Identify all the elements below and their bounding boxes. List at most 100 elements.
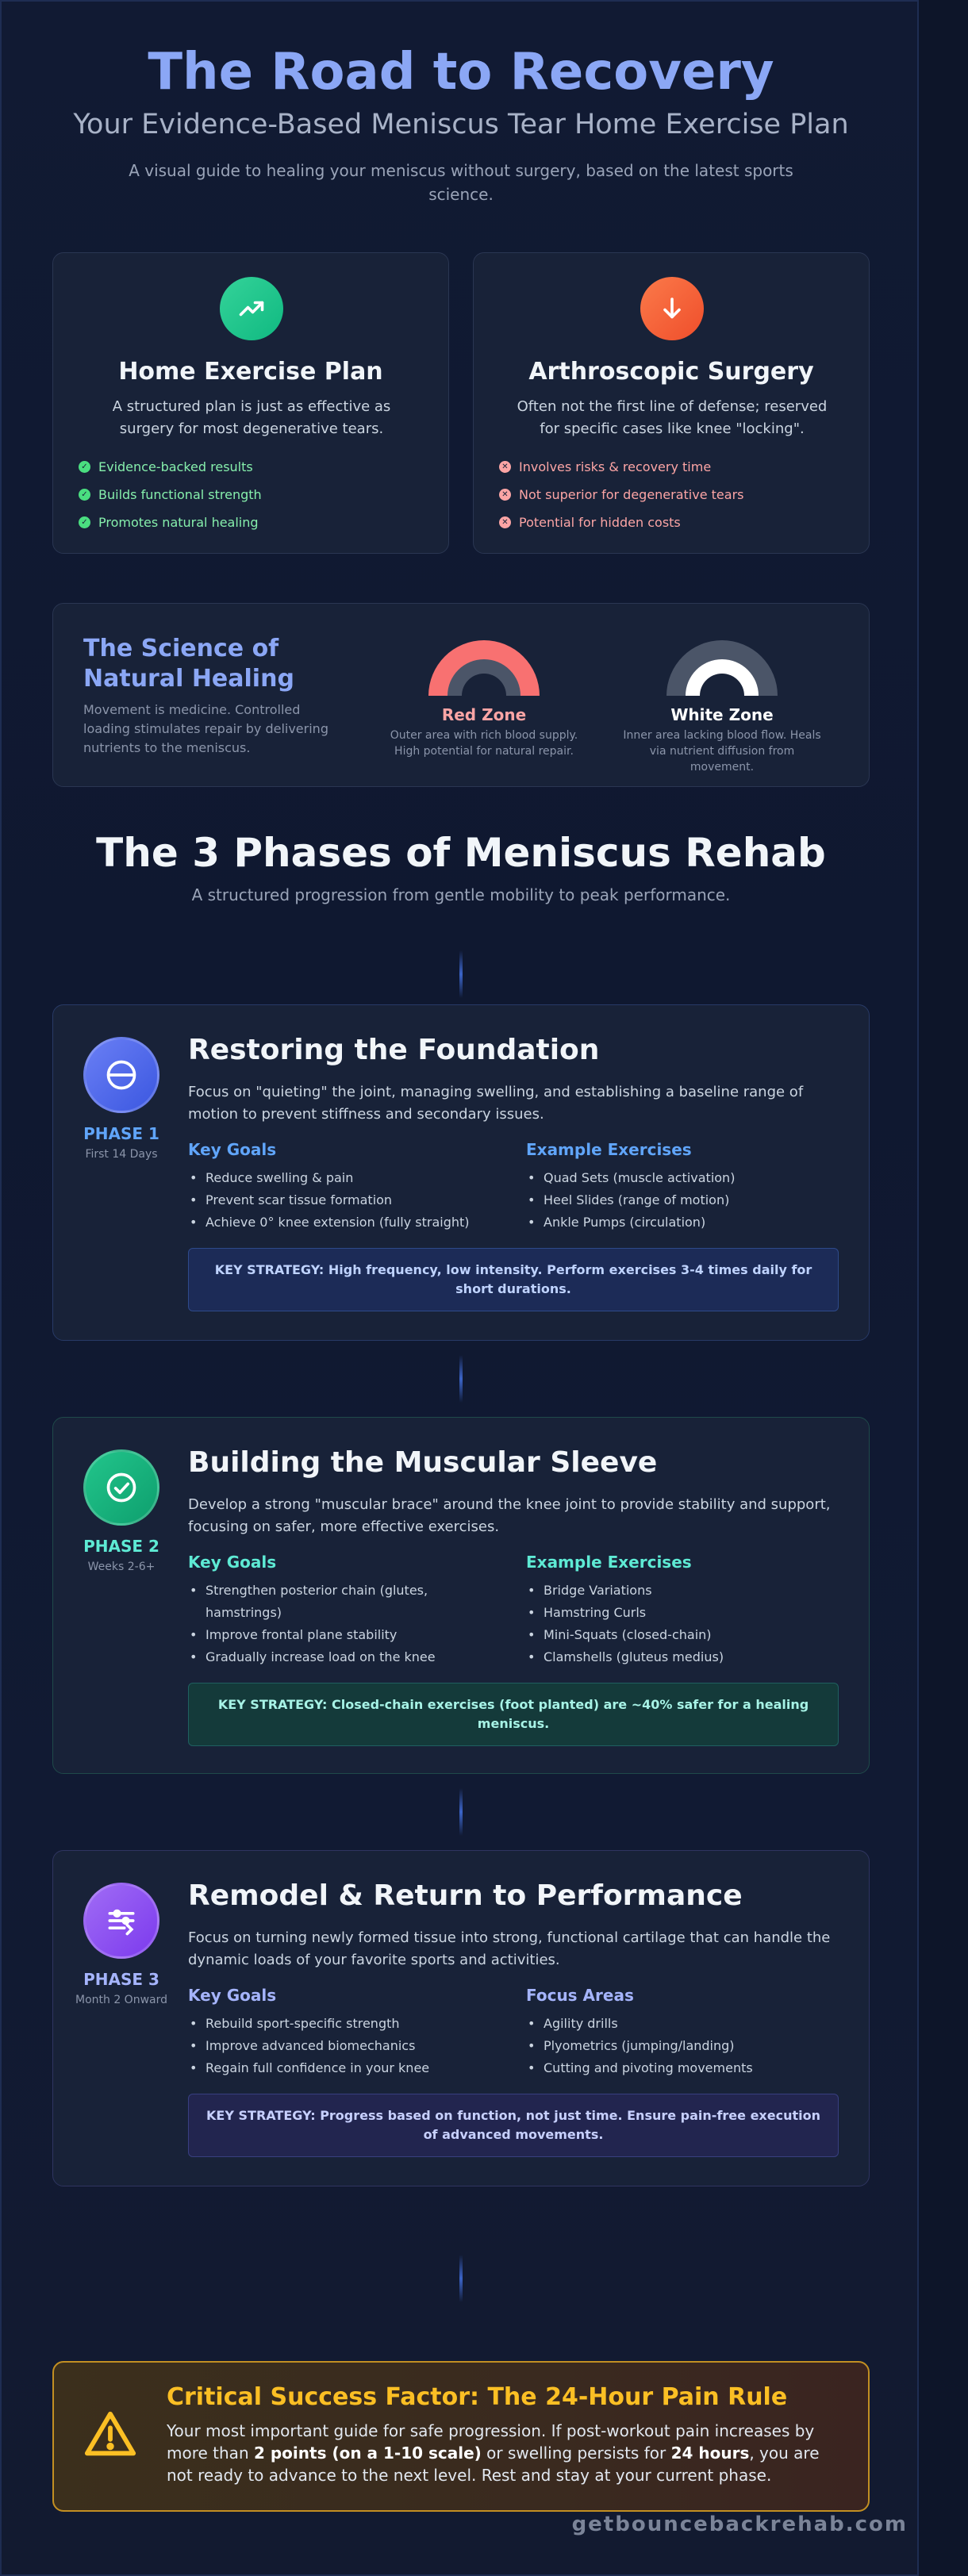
list-item: Cutting and pivoting movements — [526, 2057, 843, 2079]
page-subtitle: Your Evidence-Based Meniscus Tear Home E… — [73, 109, 849, 140]
phase-label: PHASE 2 — [83, 1537, 159, 1556]
phase-description: Focus on "quieting" the joint, managing … — [188, 1084, 804, 1123]
footer-brand: getbouncebackrehab.com — [571, 2513, 908, 2536]
list-item: Prevent scar tissue formation — [188, 1189, 505, 1211]
focus-areas: Focus Areas Agility drills Plyometrics (… — [526, 1986, 843, 2079]
list-item: ✓Builds functional strength — [79, 481, 262, 509]
surgery-drawbacks: ✕Involves risks & recovery time ✕Not sup… — [499, 453, 743, 536]
surgery-card: Arthroscopic Surgery Often not the first… — [473, 252, 870, 554]
key-strategy: KEY STRATEGY: High frequency, low intens… — [188, 1248, 839, 1311]
list-item: ✕Involves risks & recovery time — [499, 453, 743, 481]
check-circle-icon — [83, 1449, 159, 1526]
arrow-down-icon — [640, 277, 704, 340]
phases-title: The 3 Phases of Meniscus Rehab — [96, 830, 826, 876]
list-item: Bridge Variations — [526, 1580, 843, 1602]
check-icon: ✓ — [79, 461, 90, 473]
x-icon: ✕ — [499, 516, 511, 528]
red-zone-arc-icon — [428, 640, 540, 696]
science-card: The Science of Natural Healing Movement … — [52, 603, 870, 787]
phase-duration: Month 2 Onward — [75, 1994, 167, 2006]
white-zone-description: Inner area lacking blood flow. Heals via… — [623, 729, 821, 774]
sliders-icon — [83, 1883, 159, 1959]
timeline-connector — [459, 2255, 463, 2302]
critical-title: Critical Success Factor: The 24-Hour Pai… — [167, 2383, 788, 2411]
phase-3-card: PHASE 3 Month 2 Onward Remodel & Return … — [52, 1850, 870, 2186]
timeline-connector — [459, 1788, 463, 1836]
phase-1-card: PHASE 1 First 14 Days Restoring the Foun… — [52, 1004, 870, 1341]
phase-title: Remodel & Return to Performance — [188, 1879, 743, 1912]
red-zone-description: Outer area with rich blood supply. High … — [390, 729, 578, 758]
phase-duration: First 14 Days — [85, 1148, 158, 1161]
phase-label: PHASE 1 — [83, 1124, 159, 1143]
key-goals-heading: Key Goals — [188, 1986, 277, 2005]
phase-title: Restoring the Foundation — [188, 1034, 600, 1066]
page-intro: A visual guide to healing your meniscus … — [129, 161, 793, 204]
list-item: Improve frontal plane stability — [188, 1624, 505, 1646]
list-item: Clamshells (gluteus medius) — [526, 1646, 843, 1668]
list-item: Hamstring Curls — [526, 1602, 843, 1624]
list-item: Agility drills — [526, 2013, 843, 2035]
list-item: Strengthen posterior chain (glutes, hams… — [188, 1580, 505, 1624]
check-icon: ✓ — [79, 516, 90, 528]
infographic-page: The Road to Recovery Your Evidence-Based… — [0, 0, 919, 2576]
timeline-connector — [459, 950, 463, 998]
key-goals: Key Goals Strengthen posterior chain (gl… — [188, 1553, 505, 1668]
critical-text: Your most important guide for safe progr… — [167, 2421, 820, 2485]
focus-areas-heading: Focus Areas — [526, 1986, 634, 2005]
surgery-title: Arthroscopic Surgery — [528, 358, 814, 386]
list-item: Rebuild sport-specific strength — [188, 2013, 505, 2035]
phase-description: Focus on turning newly formed tissue int… — [188, 1929, 831, 1968]
key-goals-heading: Key Goals — [188, 1140, 277, 1159]
minus-circle-icon — [83, 1037, 159, 1113]
example-exercises: Example Exercises Bridge Variations Hams… — [526, 1553, 843, 1668]
key-strategy: KEY STRATEGY: Closed-chain exercises (fo… — [188, 1683, 839, 1746]
list-item: ✕Not superior for degenerative tears — [499, 481, 743, 509]
surgery-description: Often not the first line of defense; res… — [517, 398, 828, 437]
home-exercise-description: A structured plan is just as effective a… — [112, 398, 391, 437]
home-exercise-card: Home Exercise Plan A structured plan is … — [52, 252, 449, 554]
warning-icon — [84, 2411, 136, 2456]
home-exercise-title: Home Exercise Plan — [118, 358, 383, 386]
white-zone-name: White Zone — [670, 705, 774, 724]
x-icon: ✕ — [499, 461, 511, 473]
phase-2-card: PHASE 2 Weeks 2-6+ Building the Muscular… — [52, 1417, 870, 1774]
phase-description: Develop a strong "muscular brace" around… — [188, 1496, 831, 1535]
exercises-heading: Example Exercises — [526, 1140, 692, 1159]
list-item: Mini-Squats (closed-chain) — [526, 1624, 843, 1646]
check-icon: ✓ — [79, 489, 90, 501]
white-zone: White Zone Inner area lacking blood flow… — [623, 640, 821, 775]
example-exercises: Example Exercises Quad Sets (muscle acti… — [526, 1140, 843, 1234]
trending-up-icon — [220, 277, 283, 340]
science-description: Movement is medicine. Controlled loading… — [83, 702, 328, 755]
list-item: ✓Evidence-backed results — [79, 453, 262, 481]
key-goals-heading: Key Goals — [188, 1553, 277, 1572]
phase-title: Building the Muscular Sleeve — [188, 1446, 658, 1479]
x-icon: ✕ — [499, 489, 511, 501]
key-goals: Key Goals Reduce swelling & pain Prevent… — [188, 1140, 505, 1234]
red-zone-name: Red Zone — [441, 705, 527, 724]
timeline-connector — [459, 1355, 463, 1403]
list-item: Plyometrics (jumping/landing) — [526, 2035, 843, 2057]
phase-duration: Weeks 2-6+ — [87, 1561, 156, 1573]
list-item: Reduce swelling & pain — [188, 1167, 505, 1189]
list-item: Quad Sets (muscle activation) — [526, 1167, 843, 1189]
list-item: Achieve 0° knee extension (fully straigh… — [188, 1211, 505, 1234]
white-zone-arc-icon — [666, 640, 778, 696]
phase-label: PHASE 3 — [83, 1970, 159, 1989]
key-goals: Key Goals Rebuild sport-specific strengt… — [188, 1986, 505, 2079]
page-title: The Road to Recovery — [148, 43, 774, 102]
list-item: ✓Promotes natural healing — [79, 509, 262, 536]
list-item: Improve advanced biomechanics — [188, 2035, 505, 2057]
exercises-heading: Example Exercises — [526, 1553, 692, 1572]
list-item: Ankle Pumps (circulation) — [526, 1211, 843, 1234]
critical-success-card: Critical Success Factor: The 24-Hour Pai… — [52, 2361, 870, 2512]
home-exercise-benefits: ✓Evidence-backed results ✓Builds functio… — [79, 453, 262, 536]
list-item: Heel Slides (range of motion) — [526, 1189, 843, 1211]
science-title: The Science of Natural Healing — [83, 635, 294, 693]
list-item: Gradually increase load on the knee — [188, 1646, 505, 1668]
key-strategy: KEY STRATEGY: Progress based on function… — [188, 2094, 839, 2157]
list-item: Regain full confidence in your knee — [188, 2057, 505, 2079]
phases-subtitle: A structured progression from gentle mob… — [191, 885, 731, 904]
list-item: ✕Potential for hidden costs — [499, 509, 743, 536]
red-zone: Red Zone Outer area with rich blood supp… — [385, 640, 583, 759]
